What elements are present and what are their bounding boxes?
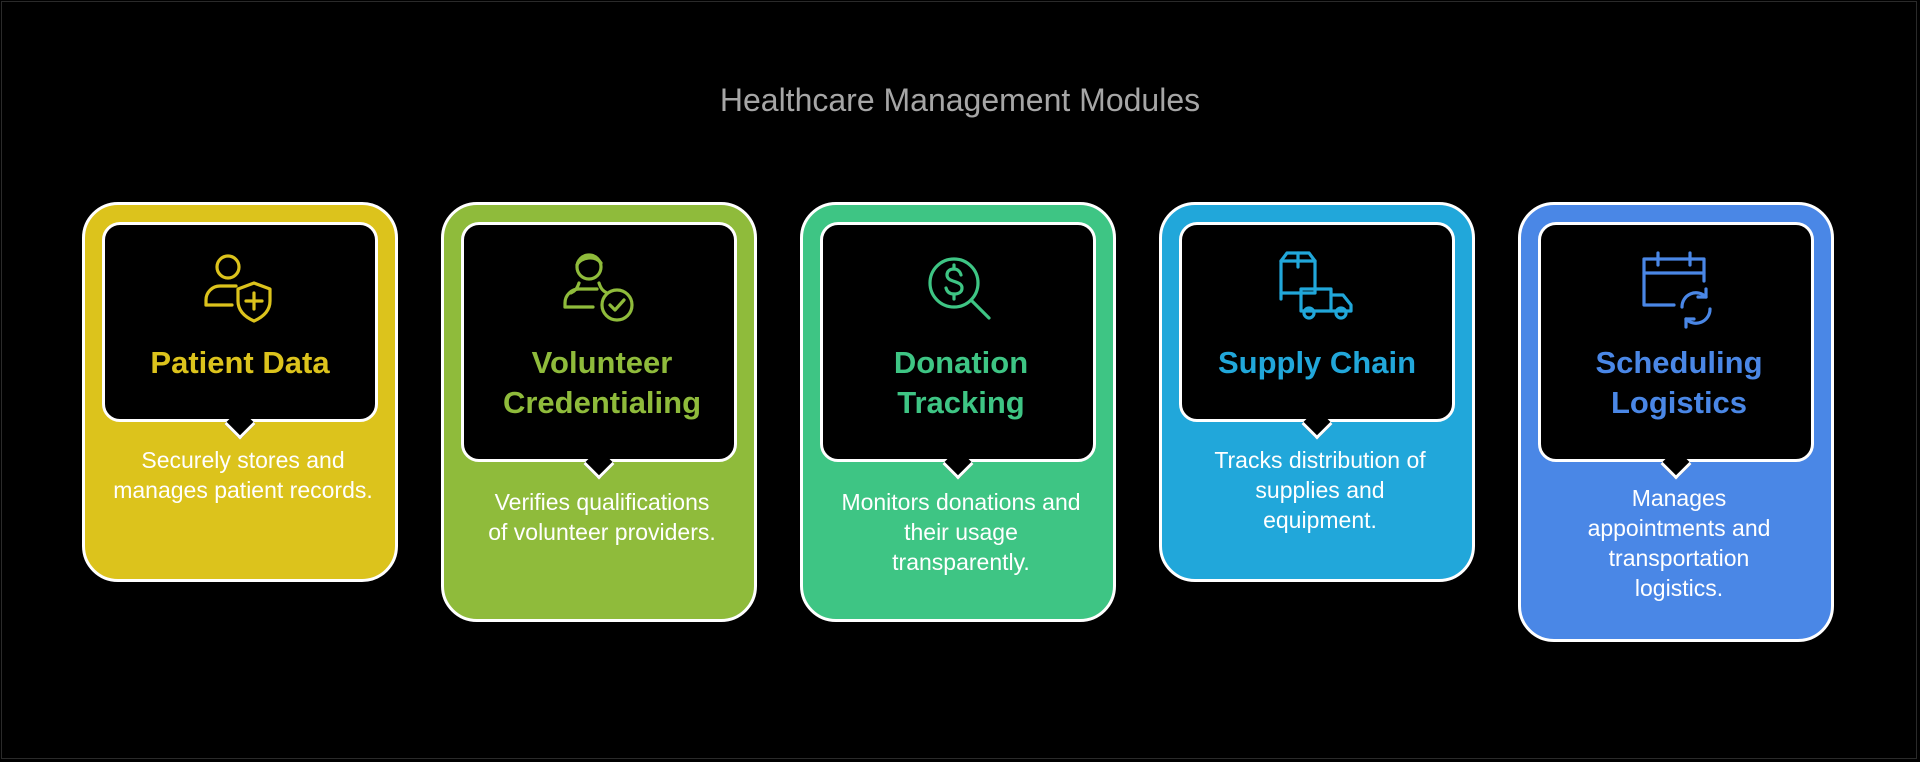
module-header-box: Patient Data [102,222,378,440]
user-check-icon [553,243,645,335]
callout-pointer [583,448,615,480]
callout-pointer [1301,408,1333,440]
package-truck-icon [1271,243,1363,335]
module-title: Supply Chain [1217,345,1417,380]
module-card-supply-chain: Supply Chain Tracks distribution of supp… [1159,202,1475,582]
module-description: Monitors donations and their usage trans… [841,489,1081,575]
module-card-volunteer-credentialing: Volunteer Credentialing Verifies qualifi… [441,202,757,622]
module-header-box: Scheduling Logistics [1538,222,1814,480]
module-description: Securely stores and manages patient reco… [113,447,373,503]
user-shield-icon [194,243,286,335]
dollar-search-icon [912,243,1004,335]
page-title: Healthcare Management Modules [719,82,1201,118]
callout-pointer [942,448,974,480]
callout-pointer [224,408,256,440]
calendar-refresh-icon [1630,243,1722,335]
module-header-box: Supply Chain [1179,222,1455,440]
callout-pointer [1660,448,1692,480]
module-title: Volunteer Credentialing [502,345,702,420]
module-description: Manages appointments and transportation … [1587,485,1771,601]
module-card-donation-tracking: Donation Tracking Monitors donations and… [800,202,1116,622]
module-description: Verifies qualifications of volunteer pro… [488,489,716,545]
module-title: Patient Data [150,345,330,380]
module-card-patient-data: Patient Data Securely stores and manages… [82,202,398,582]
module-title: Donation Tracking [893,345,1029,420]
module-header-box: Donation Tracking [820,222,1096,480]
module-description: Tracks distribution of supplies and equi… [1214,447,1426,533]
module-header-box: Volunteer Credentialing [461,222,737,480]
module-card-scheduling-logistics: Scheduling Logistics Manages appointment… [1518,202,1834,642]
module-title: Scheduling Logistics [1595,345,1763,420]
